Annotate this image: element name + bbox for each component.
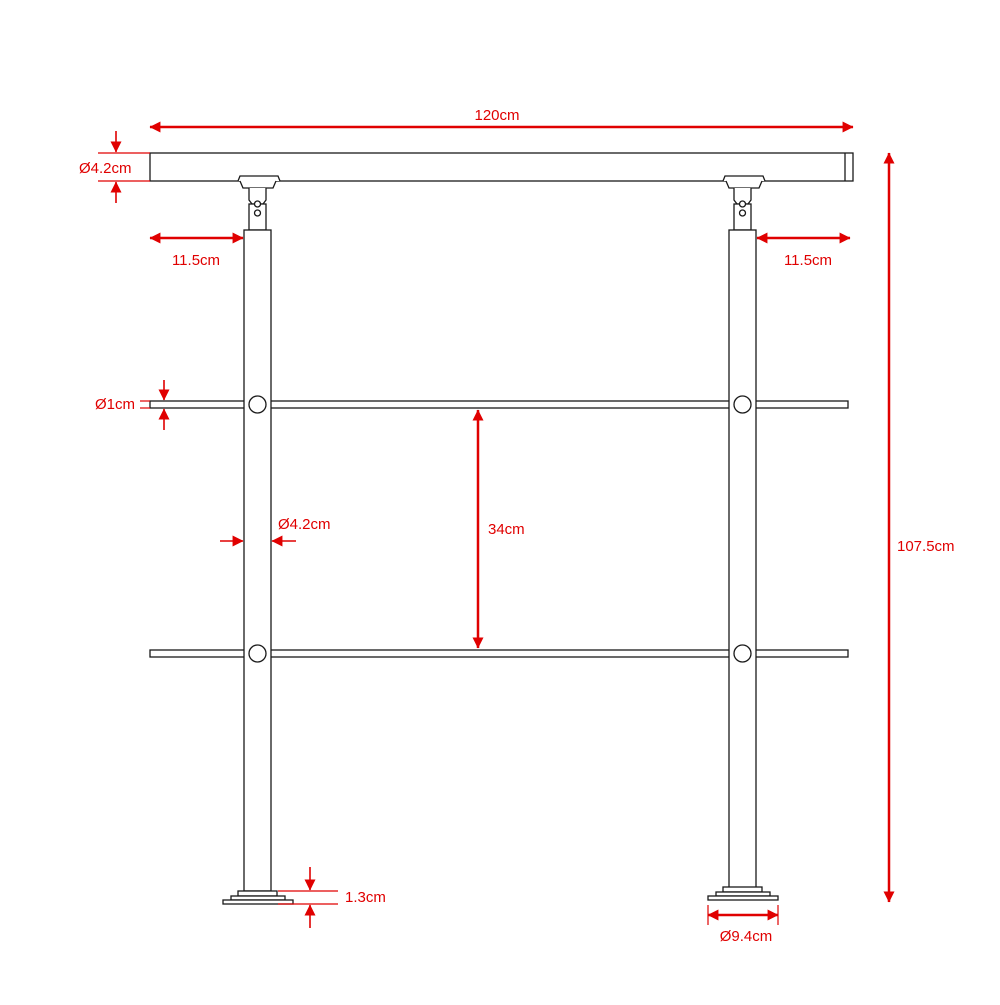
rod-spacing-label: 34cm: [488, 521, 525, 538]
dimension-labels: 120cm Ø4.2cm 11.5cm 11.5cm Ø1cm Ø4.2cm 3…: [79, 107, 955, 945]
left-upper-connector: [248, 395, 267, 414]
rod-diameter-label: Ø1cm: [95, 396, 135, 413]
lower-crossbar-rod: [149, 649, 849, 658]
railing-structure: [149, 152, 854, 905]
extension-lines: [98, 152, 779, 925]
left-handrail-bracket: [237, 175, 281, 231]
right-lower-connector: [733, 644, 752, 663]
small-dimension-arrows: [110, 131, 316, 928]
left-lower-connector: [248, 644, 267, 663]
right-base-plate: [707, 886, 779, 901]
right-upper-connector: [733, 395, 752, 414]
base-plate-thickness-label: 1.3cm: [345, 889, 386, 906]
total-width-label: 120cm: [474, 107, 519, 124]
handrail-diameter-label: Ø4.2cm: [79, 160, 132, 177]
right-post: [728, 229, 757, 892]
total-height-label: 107.5cm: [897, 538, 955, 555]
dimension-lines: [149, 121, 895, 921]
left-post: [243, 229, 272, 892]
right-overhang-label: 11.5cm: [784, 252, 832, 269]
left-base-plate: [222, 890, 294, 905]
right-handrail-bracket: [722, 175, 766, 231]
left-overhang-label: 11.5cm: [172, 252, 220, 269]
base-plate-diameter-label: Ø9.4cm: [720, 928, 773, 945]
upper-crossbar-rod: [149, 400, 849, 409]
post-diameter-label: Ø4.2cm: [278, 516, 331, 533]
